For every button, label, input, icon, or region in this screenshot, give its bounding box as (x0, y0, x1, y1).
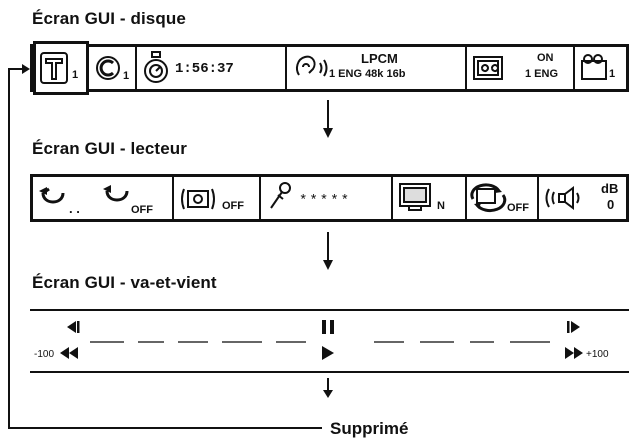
title-icon (40, 52, 68, 84)
repeat-ab-cell[interactable]: . . (33, 177, 99, 219)
marker-cell[interactable]: ***** (261, 177, 393, 219)
audio-icon (296, 55, 328, 77)
marker-value: ***** (299, 193, 352, 209)
repeat-state: OFF (131, 204, 153, 216)
angle-value: 1 (609, 68, 616, 80)
down-arrow-icon (323, 232, 333, 270)
audio-detail: 1 ENG 48k 16b (329, 68, 406, 80)
zoom-icon (181, 188, 215, 210)
angle-icon (581, 54, 607, 80)
picture-mode-value: N (437, 200, 445, 212)
shuttle-gui-heading: Écran GUI - va-et-vient (32, 273, 217, 292)
repeat-mode-icon (103, 185, 129, 202)
play-icon[interactable] (321, 346, 335, 360)
volume-unit: dB (601, 181, 619, 196)
marker-icon (270, 182, 291, 209)
removed-label: Supprimé (330, 419, 409, 438)
title-cell[interactable]: 1 (33, 41, 89, 95)
repeat-cell[interactable]: OFF (99, 177, 174, 219)
skip-back-icon[interactable] (66, 321, 80, 333)
player-gui-bar: . . OFF OFF ***** N (30, 174, 629, 222)
title-value: 1 (72, 69, 79, 81)
repeat-icon (39, 187, 65, 204)
picture-mode-icon (399, 183, 431, 211)
chapter-value: 1 (123, 70, 130, 82)
picture-mode-cell[interactable]: N (393, 177, 467, 219)
subtitle-cell[interactable]: ON 1 ENG (467, 47, 575, 89)
audio-cell[interactable]: LPCM 1 ENG 48k 16b (287, 47, 467, 89)
audio-format: LPCM (361, 51, 398, 66)
player-gui-heading: Écran GUI - lecteur (32, 139, 187, 158)
pause-icon[interactable] (321, 320, 335, 334)
min-speed-label: -100 (34, 349, 55, 360)
repeat-ab-value: . . (69, 201, 80, 216)
zoom-cell[interactable]: OFF (174, 177, 261, 219)
disc-gui-heading: Écran GUI - disque (32, 9, 186, 28)
max-speed-label: +100 (586, 349, 609, 360)
subtitle-icon (473, 56, 503, 80)
angle-cell[interactable]: 1 (575, 47, 629, 89)
surround-icon (470, 183, 507, 213)
surround-state: OFF (507, 202, 529, 214)
zoom-state: OFF (222, 200, 244, 212)
time-cell[interactable]: 1:56:37 (137, 47, 287, 89)
surround-cell[interactable]: OFF (467, 177, 539, 219)
volume-value: 0 (607, 197, 615, 212)
disc-gui-bar: 1 1 1:56:37 LPCM 1 ENG 48k 16b (30, 41, 629, 95)
stopwatch-icon (144, 51, 168, 83)
fast-forward-icon[interactable] (565, 347, 583, 359)
subtitle-state: ON (537, 52, 554, 64)
down-arrow-icon (323, 100, 333, 138)
slow-forward-icon[interactable] (567, 321, 581, 333)
time-value: 1:56:37 (175, 61, 234, 77)
down-arrow-icon (323, 378, 333, 398)
subtitle-lang: 1 ENG (525, 68, 559, 80)
rewind-icon[interactable] (60, 347, 78, 359)
volume-cell[interactable]: dB 0 (539, 177, 629, 219)
speaker-icon (545, 186, 580, 210)
chapter-cell[interactable]: 1 (89, 47, 137, 89)
chapter-icon (96, 56, 120, 80)
shuttle-gui-bar: -100 +100 (30, 309, 629, 373)
